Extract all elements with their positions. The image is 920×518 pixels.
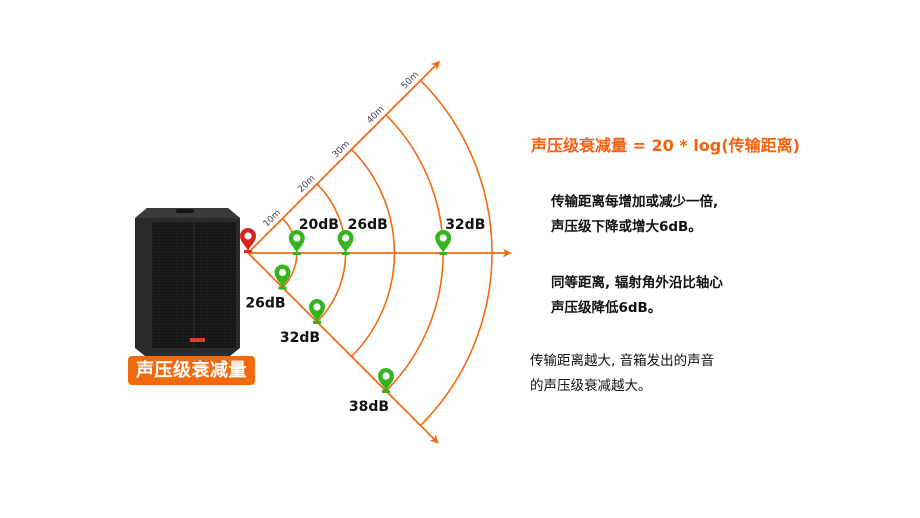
measurement-pin-icon-base xyxy=(292,252,301,255)
source-pin-icon-hole xyxy=(244,232,252,240)
db-value-label: 32dB xyxy=(280,330,320,346)
measurement-pin-icon-hole xyxy=(342,234,350,242)
measurement-pin-icon-hole xyxy=(293,234,301,242)
source-pin-icon-base xyxy=(244,250,252,253)
ray-arrow xyxy=(247,60,441,254)
db-value-label: 38dB xyxy=(349,399,389,415)
measurement-pin-icon-base xyxy=(278,286,287,290)
measurement-pin-icon-hole xyxy=(278,268,287,277)
db-value-label: 26dB xyxy=(348,217,388,233)
db-value-label: 20dB xyxy=(299,217,339,233)
note-off-axis: 同等距离, 辐射角外沿比轴心 声压级降低6dB。 xyxy=(551,275,723,316)
distance-label: 20m xyxy=(296,174,317,195)
distance-label: 50m xyxy=(400,70,421,91)
measurement-pin-icon-hole xyxy=(382,372,390,380)
measurement-pin-icon-base xyxy=(382,390,391,394)
formula-text: 声压级衰减量 = 20 * log(传输距离) xyxy=(531,136,800,155)
measurement-pin-icon-base xyxy=(313,321,322,325)
speaker-logo xyxy=(190,338,205,342)
distance-label: 10m xyxy=(262,208,283,229)
distance-label: 40m xyxy=(365,105,386,126)
ray-arrow xyxy=(247,252,439,444)
title-badge: 声压级衰减量 xyxy=(128,356,255,385)
measurement-pin-icon-hole xyxy=(439,234,447,242)
measurement-pin-icon-base xyxy=(439,252,448,255)
db-value-label: 32dB xyxy=(445,217,485,233)
db-value-label: 26dB xyxy=(245,296,285,312)
measurement-pin-icon-hole xyxy=(313,303,321,311)
note-doubling: 传输距离每增加或减少一倍, 声压级下降或增大6dB。 xyxy=(551,194,719,235)
note-summary: 传输距离越大, 音箱发出的声音 的声压级衰减越大。 xyxy=(530,353,715,394)
distance-label: 30m xyxy=(331,139,352,160)
measurement-pin-icon-base xyxy=(341,252,350,255)
speaker-illustration xyxy=(135,208,240,356)
